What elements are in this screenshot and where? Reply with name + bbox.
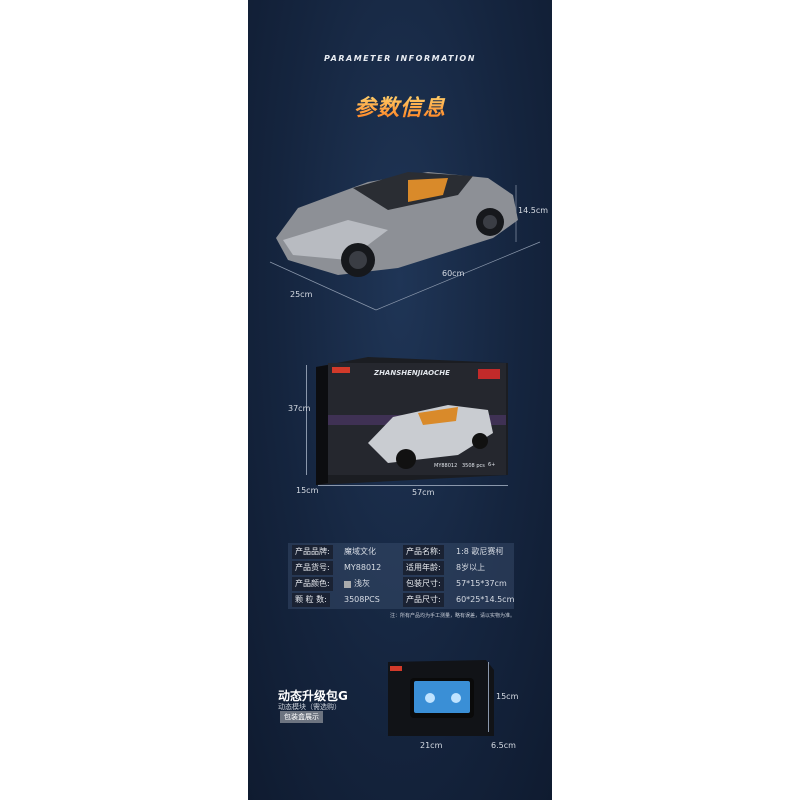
car-length-label: 60cm [442, 269, 465, 278]
spec-value: 8岁以上 [456, 563, 486, 572]
spec-value: 1:8 歌尼赛柯 [456, 547, 504, 556]
box-depth-label: 15cm [296, 486, 319, 495]
spec-value: 57*15*37cm [456, 579, 507, 588]
upgrade-height-label: 15cm [496, 692, 519, 701]
spec-value: 魔域文化 [344, 547, 376, 556]
english-title: PARAMETER INFORMATION [324, 54, 476, 63]
spec-value: 浅灰 [354, 579, 370, 588]
upgrade-title: 动态升级包G [278, 689, 348, 703]
upgrade-width-label: 21cm [420, 741, 443, 750]
car-image [269, 172, 541, 311]
product-poster: PARAMETER INFORMATION 参数信息 14.5cm 60cm 2… [248, 0, 552, 800]
spec-row: 颗 粒 数: 3508PCS 产品尺寸: 60*25*14.5cm [288, 593, 514, 609]
spec-table: 产品品牌: 魔域文化 产品名称: 1:8 歌尼赛柯 产品货号: MY88012 … [288, 543, 514, 609]
spec-row: 产品货号: MY88012 适用年龄: 8岁以上 [288, 561, 514, 577]
spec-label: 产品颜色: [292, 577, 333, 591]
car-width-label: 25cm [290, 290, 313, 299]
spec-row: 产品颜色: 浅灰 包装尺寸: 57*15*37cm [288, 577, 514, 593]
car-height-label: 14.5cm [518, 206, 549, 215]
box-pieces: 3508 pcs [462, 463, 485, 469]
box-display-button[interactable]: 包装盒展示 [280, 711, 323, 723]
upgrade-depth-label: 6.5cm [491, 741, 516, 750]
color-swatch [344, 581, 351, 588]
box-width-label: 57cm [412, 488, 435, 497]
spec-value: 3508PCS [344, 595, 380, 604]
spec-label: 适用年龄: [403, 561, 444, 575]
box-brand-text: ZHANSHENJIAOCHE [374, 369, 450, 377]
spec-label: 颗 粒 数: [292, 593, 330, 607]
box-height-label: 37cm [288, 404, 311, 413]
chinese-title: 参数信息 [248, 90, 552, 122]
box-model: MY88012 [434, 463, 458, 469]
box-image [316, 357, 508, 485]
upgrade-box-image [388, 660, 494, 736]
spec-label: 产品尺寸: [403, 593, 444, 607]
spec-row: 产品品牌: 魔域文化 产品名称: 1:8 歌尼赛柯 [288, 545, 514, 561]
box-age: 6+ [488, 462, 496, 468]
spec-value: 60*25*14.5cm [456, 595, 515, 604]
spec-value: MY88012 [344, 563, 382, 572]
upgrade-subtitle: 动态模块（需选购） [278, 703, 341, 711]
spec-label: 产品货号: [292, 561, 333, 575]
spec-label: 产品名称: [403, 545, 444, 559]
spec-label: 包装尺寸: [403, 577, 444, 591]
measurement-note: 注：所有产品均为手工测量，略有误差，请以实物为准。 [390, 613, 516, 619]
spec-label: 产品品牌: [292, 545, 333, 559]
